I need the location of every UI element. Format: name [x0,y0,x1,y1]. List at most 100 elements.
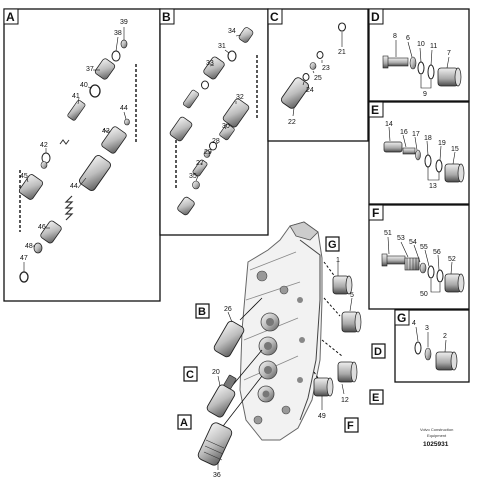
part-20 [206,374,237,418]
callout-25: 25 [314,75,322,82]
part-18 [424,154,432,168]
tag-f: F [344,417,359,433]
callout-48: 48 [25,243,33,250]
part-41 [67,99,86,121]
panel-b: B [159,8,269,236]
part-52 [444,273,465,293]
part-5 [341,311,362,333]
callout-29: 29 [204,149,212,156]
tag-d: D [371,343,386,359]
part-2 [435,351,458,371]
tag-f-label: F [347,420,354,432]
panel-a-callouts: 39 38 37 40 41 44 43 42 45 44 46 48 47 [20,19,128,262]
callout-5: 5 [350,292,354,299]
part-11 [427,64,435,80]
callout-26: 26 [224,306,232,313]
tag-g-label: G [328,239,337,251]
panel-d-callouts: 8 6 10 11 7 9 [393,33,451,98]
part-36 [197,422,233,466]
part-30 [219,123,235,141]
callout-39: 39 [120,19,128,26]
callout-52: 52 [448,256,456,263]
tag-d-label: D [374,346,382,358]
part-19 [435,159,443,173]
callout-6: 6 [406,35,410,42]
footer-drawing-number: 1025931 [423,441,449,448]
bolt-8 [382,55,409,69]
callout-49: 49 [318,413,326,420]
part-left-b [169,116,193,142]
part-31 [227,50,237,62]
part-24 [302,73,310,81]
callout-7: 7 [447,50,451,57]
tag-c-label: C [186,369,194,381]
part-22 [280,77,310,109]
callout-42: 42 [40,142,48,149]
callout-4: 4 [412,320,416,327]
callout-8: 8 [393,33,397,40]
tag-a-label: A [180,417,188,429]
panel-a: A [3,8,161,302]
callout-41: 41 [72,93,80,100]
part-6 [409,56,417,70]
part-21 [337,22,347,32]
callout-10: 10 [417,41,425,48]
part-43 [101,126,127,154]
callout-36: 36 [213,472,221,479]
part-12 [337,361,358,383]
part-27 [192,159,208,177]
tag-e: E [369,389,384,405]
valve-ports [253,270,305,425]
part-54 [419,262,427,274]
callout-27: 27 [196,160,204,167]
part-33 [182,56,225,109]
tag-b: B [195,303,210,319]
part-28 [209,141,217,151]
callout-11: 11 [430,43,437,50]
part-39 [120,39,128,49]
callout-33: 33 [206,60,214,67]
callout-56: 56 [433,249,441,256]
panel-g-callouts: 4 3 2 [412,320,447,340]
callout-19: 19 [438,140,446,147]
panel-e: E 14 16 17 18 19 15 13 [368,101,470,205]
tag-b-label: B [198,306,206,318]
panel-c-callouts: 21 23 25 24 22 [288,49,346,126]
part-56 [436,269,444,283]
part-46 [40,220,62,244]
part-4 [414,341,422,355]
part-45 [18,174,44,200]
part-37 [94,58,116,80]
part-44-upper [124,118,130,126]
tag-e-label: E [372,392,379,404]
panel-d-label: D [371,10,380,24]
callout-32: 32 [236,94,244,101]
panel-e-callouts: 14 16 17 18 19 15 13 [385,121,459,190]
part-49 [313,377,334,397]
callout-20: 20 [212,369,220,376]
part-44-mid [78,155,112,191]
callout-1: 1 [336,257,340,264]
panel-b-label: B [162,10,171,24]
callout-53: 53 [397,235,405,242]
footer-company-line1: Volvo Construction [420,427,453,432]
callout-15: 15 [451,146,459,153]
part-35 [177,180,200,216]
panel-b-callouts: 34 31 33 32 30 28 29 27 35 [189,28,244,180]
callout-9: 9 [423,91,427,98]
part-42 [40,152,51,169]
callout-30: 30 [222,123,230,130]
part-26 [213,320,245,358]
part-47 [19,271,29,283]
callout-23: 23 [322,65,330,72]
panel-f-label: F [372,206,379,220]
callout-43: 43 [102,128,110,135]
panel-g: G 4 3 2 [394,309,470,383]
callout-44-lower: 44 [70,183,78,190]
tag-c: C [183,366,198,382]
spring-53 [404,257,420,271]
part-38 [111,50,121,62]
callout-46: 46 [38,224,46,231]
panel-a-label: A [6,10,15,24]
part-14 [383,141,403,153]
